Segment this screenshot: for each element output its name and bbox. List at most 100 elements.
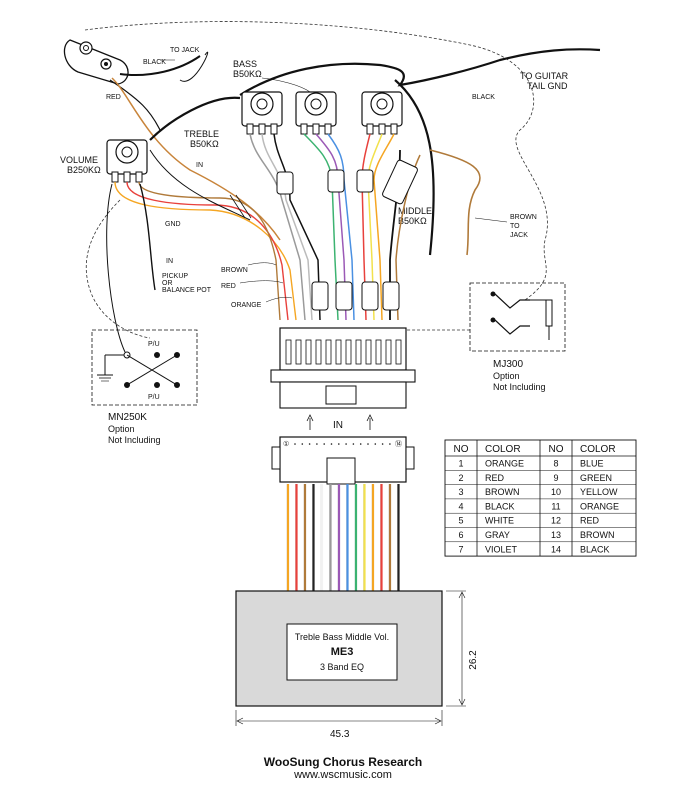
table-cell: 11 [551, 501, 560, 511]
table-cell: 12 [551, 516, 561, 526]
table-cell: 2 [458, 473, 463, 483]
middle-label: MIDDLE [398, 206, 432, 216]
label-brown-to-jack-1: BROWN [510, 214, 537, 221]
label-orange-wire: ORANGE [231, 302, 262, 309]
table-cell: BROWN [580, 530, 615, 540]
table-cell: BLACK [580, 544, 610, 554]
module-model: ME3 [331, 646, 354, 658]
label-black-right: BLACK [472, 94, 495, 101]
label-in-lower: IN [166, 258, 173, 265]
module-height-dim: 26.2 [468, 650, 479, 670]
label-in-upper: IN [196, 162, 203, 169]
pin-last-label: ⑭ [395, 440, 402, 448]
table-cell: GREEN [580, 473, 612, 483]
label-to-jack-top: TO JACK [170, 47, 200, 54]
output-jack [63, 39, 129, 85]
table-header-cell: NO [549, 444, 564, 455]
plug-tooth [335, 339, 342, 365]
plug-tooth [345, 339, 352, 365]
socket-pin [308, 443, 311, 445]
table-cell: 1 [458, 459, 463, 469]
table-cell: RED [580, 516, 600, 526]
mn250k-option: Option [108, 424, 135, 434]
plug-tooth [325, 339, 332, 365]
label-black-top: BLACK [143, 59, 166, 66]
socket-pin [367, 443, 369, 445]
volume-label: VOLUME [60, 155, 98, 165]
label-pickup-1: PICKUP [162, 273, 188, 280]
plug-tooth [395, 339, 402, 365]
label-brown-wire: BROWN [221, 267, 248, 274]
table-cell: WHITE [485, 516, 514, 526]
ribbon-cable [286, 484, 400, 591]
plug-tooth [365, 339, 372, 365]
label-pu-bottom: P/U [148, 394, 160, 401]
socket-pin [381, 443, 384, 445]
pin-first-label: ① [283, 440, 289, 448]
socket-pin [301, 443, 304, 445]
table-cell: YELLOW [580, 487, 618, 497]
table-cell: BROWN [485, 487, 520, 497]
label-brown-to-jack-2: TO [510, 223, 520, 230]
footer-company: WooSung Chorus Research [264, 755, 422, 769]
plug-tooth [305, 339, 312, 365]
connector-socket [271, 436, 415, 485]
table-cell: 6 [458, 530, 463, 540]
connector-plug [270, 327, 416, 409]
dashed-ground-path [84, 21, 548, 331]
treble-value: B50KΩ [190, 139, 219, 149]
label-pu-top: P/U [148, 341, 160, 348]
table-cell: BLUE [580, 459, 604, 469]
table-cell: 10 [551, 487, 561, 497]
mj300-jack [469, 282, 566, 352]
socket-pin [359, 443, 362, 445]
label-red-top: RED [106, 94, 121, 101]
mn250k-not-including: Not Including [108, 435, 161, 445]
module-width-dim: 45.3 [330, 729, 350, 740]
volume-wire-bundle [114, 149, 297, 321]
connector-in-label: IN [333, 420, 343, 431]
volume-value: B250KΩ [67, 165, 101, 175]
bass-label: BASS [233, 59, 257, 69]
mj300-name: MJ300 [493, 359, 523, 370]
dashed-loop-left [85, 199, 151, 339]
label-to-guitar-1: TO GUITAR [520, 71, 569, 81]
plug-tooth [285, 339, 292, 365]
plug-tooth [295, 339, 302, 365]
mj300-option: Option [493, 371, 520, 381]
table-cell: 3 [458, 487, 463, 497]
table-cell: 7 [458, 544, 463, 554]
socket-pin [294, 443, 296, 445]
middle-value: B50KΩ [398, 216, 427, 226]
label-brown-to-jack-3: JACK [510, 232, 528, 239]
table-cell: 13 [551, 530, 561, 540]
socket-pin [338, 443, 340, 445]
treble-label: TREBLE [184, 129, 219, 139]
table-header-cell: COLOR [485, 444, 521, 455]
table-header-cell: NO [454, 444, 469, 455]
module-line3: 3 Band EQ [320, 662, 364, 672]
me3-module [235, 590, 443, 707]
label-red-wire: RED [221, 283, 236, 290]
label-gnd: GND [165, 221, 181, 228]
module-line1: Treble Bass Middle Vol. [295, 632, 389, 642]
table-cell: 14 [551, 544, 561, 554]
plug-tooth [315, 339, 322, 365]
table-cell: BLACK [485, 501, 515, 511]
mn250k-switch [91, 329, 198, 406]
volume-pot [106, 139, 148, 183]
table-cell: ORANGE [485, 459, 524, 469]
table-cell: GRAY [485, 530, 510, 540]
mj300-not-including: Not Including [493, 382, 546, 392]
plug-tooth [375, 339, 382, 365]
socket-pin [316, 443, 318, 445]
table-cell: 4 [458, 501, 463, 511]
plug-tooth [355, 339, 362, 365]
plug-tooth [385, 339, 392, 365]
label-to-guitar-2: TAIL GND [527, 81, 568, 91]
table-cell: RED [485, 473, 505, 483]
socket-pin [323, 443, 326, 445]
bass-pot [295, 91, 337, 135]
